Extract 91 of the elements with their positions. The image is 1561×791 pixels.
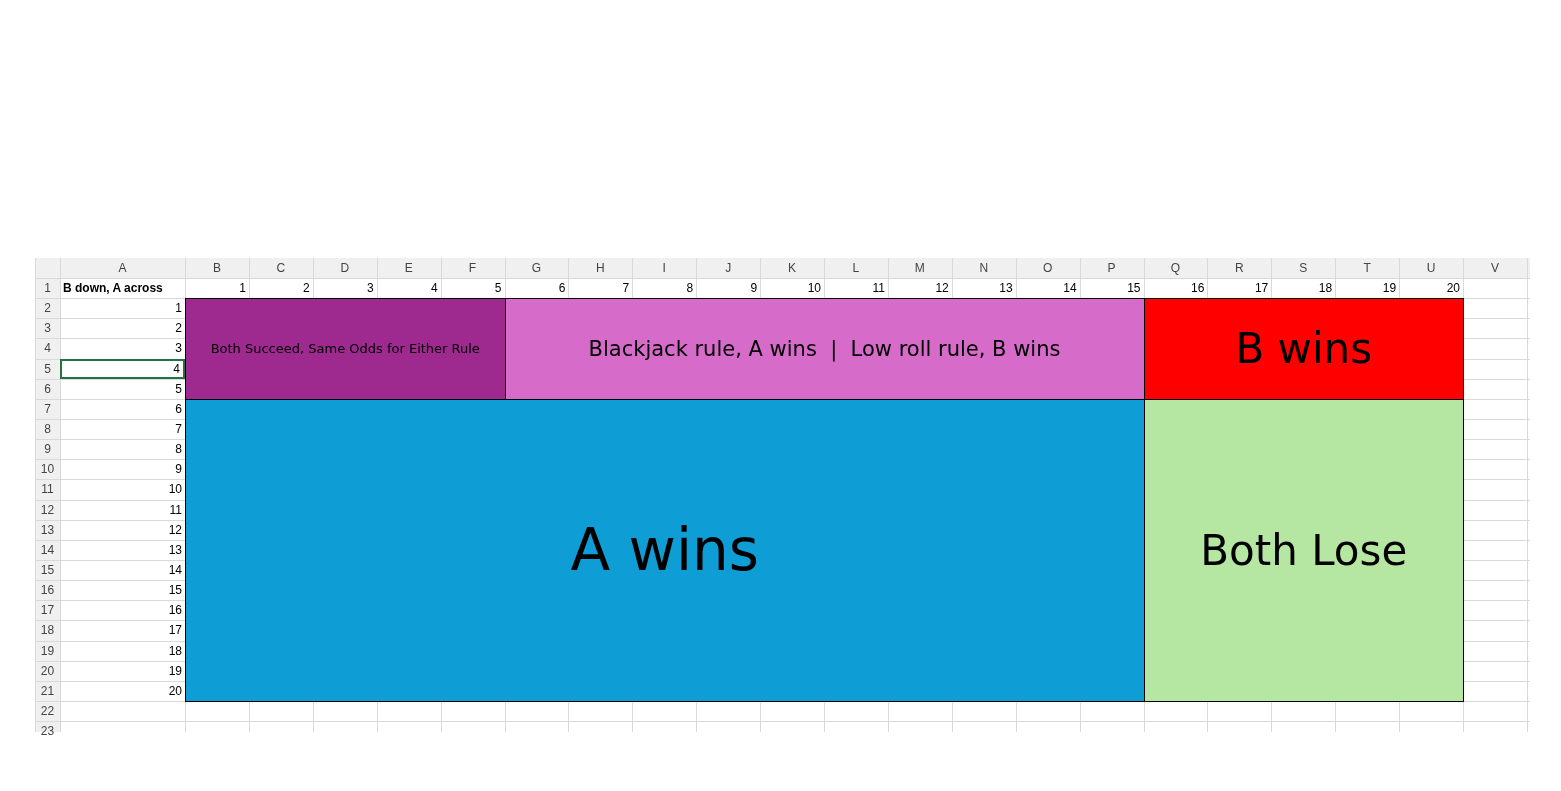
outcome-region: B wins <box>1143 298 1464 400</box>
cell-text: 15 <box>167 582 183 600</box>
column-header: M <box>913 260 926 277</box>
cell-text: 9 <box>749 280 759 297</box>
row-number: 22 <box>39 702 56 720</box>
row-number: 4 <box>43 340 52 358</box>
row-number: 8 <box>43 420 52 438</box>
cell-text: 18 <box>167 642 183 660</box>
cell-text: 7 <box>174 420 183 438</box>
outcome-region: A wins <box>185 398 1145 702</box>
cell-text: 10 <box>167 481 183 499</box>
column-header: G <box>530 260 543 277</box>
outcome-region: Blackjack rule, A wins | Low roll rule, B wins <box>504 298 1145 400</box>
column-header: D <box>339 260 351 277</box>
cell-text: 10 <box>806 280 822 297</box>
outcome-region: Both Succeed, Same Odds for Either Rule <box>185 298 506 400</box>
cell-text: 1 <box>174 300 183 318</box>
column-header: S <box>1298 260 1309 277</box>
cell-text: 20 <box>1445 280 1461 297</box>
cell-text: 15 <box>1126 280 1142 297</box>
row-number: 21 <box>39 682 56 700</box>
cell-text: B down, A across <box>62 280 164 297</box>
row-number: 19 <box>39 642 56 660</box>
column-header: V <box>1490 260 1500 277</box>
column-header: Q <box>1169 260 1182 277</box>
column-header: L <box>851 260 861 277</box>
cell-text: 2 <box>302 280 311 297</box>
column-header: C <box>275 260 287 277</box>
column-header: J <box>724 260 733 277</box>
row-number: 11 <box>40 481 55 499</box>
cell-text: 8 <box>685 280 695 297</box>
column-header: A <box>117 260 128 277</box>
cell-text: 13 <box>998 280 1014 297</box>
row-number: 12 <box>39 501 56 519</box>
cell-text: 14 <box>167 561 183 579</box>
cell-text: 4 <box>429 280 439 297</box>
column-header: B <box>211 260 222 277</box>
cell-text: 4 <box>60 358 185 379</box>
column-header: E <box>403 260 414 277</box>
cell-text: 18 <box>1317 280 1334 297</box>
column-header: U <box>1425 260 1437 277</box>
cell-text: 11 <box>871 280 886 297</box>
cell-text: 8 <box>174 441 183 459</box>
column-header: F <box>467 260 478 277</box>
cell-text: 11 <box>168 501 183 519</box>
cell-text: 17 <box>1253 280 1270 297</box>
cell-text: 19 <box>167 662 183 680</box>
row-number: 20 <box>39 662 56 680</box>
row-number: 3 <box>43 320 52 338</box>
cell-text: 5 <box>493 280 503 297</box>
cell-text: 5 <box>174 380 183 398</box>
column-header: O <box>1041 260 1054 277</box>
column-header: T <box>1362 260 1372 277</box>
cell-text: 2 <box>174 320 183 338</box>
row-number: 13 <box>39 521 56 539</box>
cell-text: 3 <box>366 280 375 297</box>
cell-text: 14 <box>1062 280 1078 297</box>
row-number: 23 <box>39 723 56 740</box>
cell-text: 16 <box>1190 280 1206 297</box>
row-number: 2 <box>43 300 52 318</box>
cell-text: 12 <box>167 521 183 539</box>
column-header: R <box>1234 260 1245 277</box>
cell-text: 7 <box>621 280 631 297</box>
column-header: I <box>661 260 667 277</box>
cell-text: 6 <box>557 280 567 297</box>
row-number: 14 <box>39 541 56 559</box>
cell-text: 19 <box>1381 280 1398 297</box>
row-number: 15 <box>39 561 56 579</box>
cell-text: 16 <box>167 602 183 620</box>
row-number: 18 <box>39 622 56 640</box>
row-number: 5 <box>43 360 52 378</box>
cell-text: 20 <box>167 682 183 700</box>
column-header: N <box>978 260 990 277</box>
cell-text: 9 <box>174 461 183 479</box>
row-number: 10 <box>39 461 56 479</box>
row-number: 6 <box>43 380 52 398</box>
row-number: 1 <box>43 280 52 297</box>
cell-text: 3 <box>174 340 183 358</box>
column-header: K <box>787 260 798 277</box>
row-number: 9 <box>43 441 52 459</box>
outcome-region: Both Lose <box>1143 398 1464 702</box>
row-number: 17 <box>39 602 56 620</box>
row-number: 16 <box>39 582 56 600</box>
cell-text: 17 <box>167 622 183 640</box>
cell-text: 6 <box>174 400 183 418</box>
column-header: H <box>595 260 606 277</box>
row-number: 7 <box>43 400 52 418</box>
cell-text: 1 <box>238 280 247 297</box>
cell-text: 13 <box>167 541 183 559</box>
column-header: P <box>1106 260 1117 277</box>
cell-text: 12 <box>934 280 950 297</box>
